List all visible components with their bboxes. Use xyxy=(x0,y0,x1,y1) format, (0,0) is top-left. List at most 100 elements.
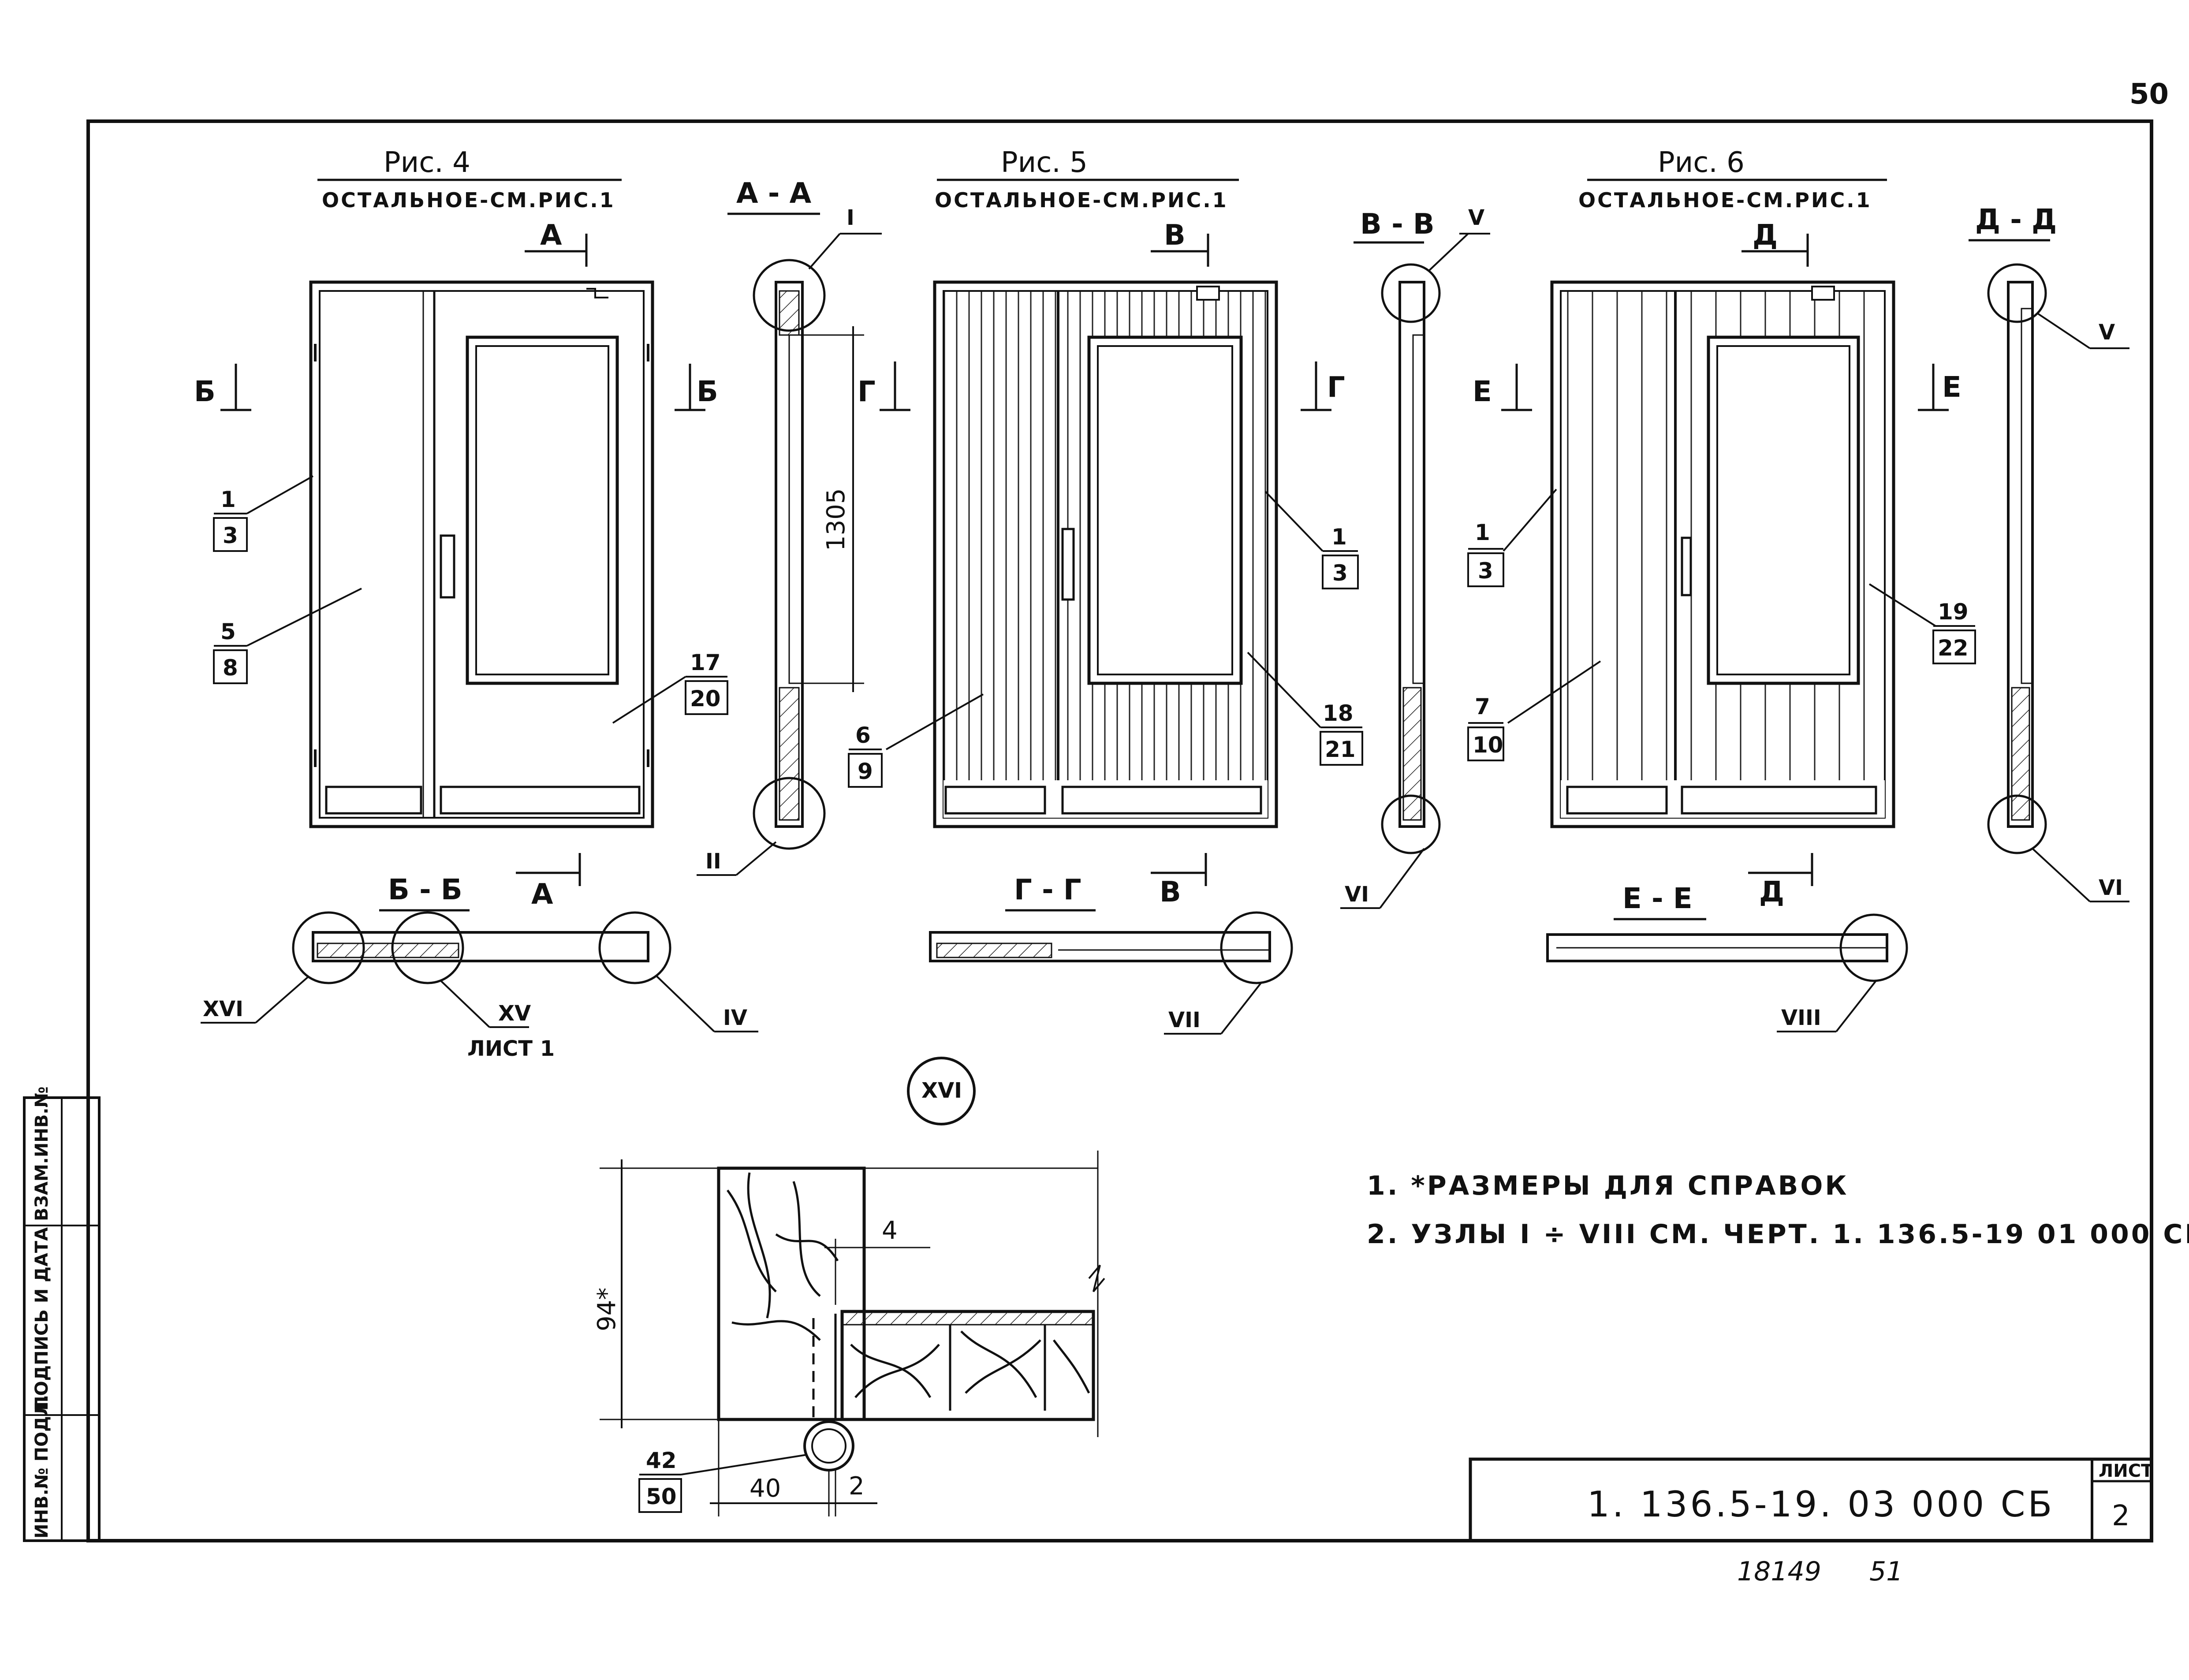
section-dd-label: Д - Д xyxy=(1975,204,2057,236)
section-gg-label: Г - Г xyxy=(1014,874,1081,906)
fig6-subtitle: ОСТАЛЬНОЕ-СМ.РИС.1 xyxy=(1578,188,1872,212)
fig5-cut-g-left: Г xyxy=(858,376,876,408)
callout-top: 1 xyxy=(1331,524,1347,550)
fig5-callout-1-3: 1 3 xyxy=(1264,491,1359,589)
node-5-label-dd: V xyxy=(2099,320,2115,345)
dim-94: 94* xyxy=(593,1288,621,1331)
fig6-callout-1-3: 1 3 xyxy=(1467,488,1557,587)
side-stamp: ИНВ.№ ПОДЛ. ПОДПИСЬ И ДАТА ВЗАМ.ИНВ.№ xyxy=(23,1086,101,1542)
note-1: 1. *РАЗМЕРЫ ДЛЯ СПРАВОК xyxy=(1367,1170,1849,1201)
callout-bottom: 22 xyxy=(1938,635,1969,661)
detail-xvi-badge xyxy=(907,1057,976,1125)
detail-xvi-label: XVI xyxy=(921,1078,962,1103)
figure-6: Рис. 6 ОСТАЛЬНОЕ-СМ.РИС.1 Д Е Е 1 3 xyxy=(1467,146,1976,1032)
fig4-door-outer xyxy=(309,280,654,828)
fig6-cut-d-bottom: Д xyxy=(1759,876,1784,909)
dim-1305: 1305 xyxy=(822,488,850,551)
page-number: 50 xyxy=(2129,78,2169,111)
section-vv: В - В V VI xyxy=(1340,205,1490,909)
node-16-label: XVI xyxy=(203,997,243,1021)
fig4-title: Рис. 4 xyxy=(384,146,470,179)
fig4-subtitle: ОСТАЛЬНОЕ-СМ.РИС.1 xyxy=(322,188,615,212)
callout-bottom: 3 xyxy=(223,523,238,548)
callout-top: 19 xyxy=(1938,599,1969,625)
stamp-inv-podl: ИНВ.№ ПОДЛ. xyxy=(32,1395,52,1538)
node-7-circle xyxy=(1220,911,1293,984)
dim-2: 2 xyxy=(849,1472,865,1501)
fig6-cut-e-right: Е xyxy=(1942,371,1962,404)
callout-bottom: 3 xyxy=(1332,560,1348,586)
dim-4: 4 xyxy=(882,1216,898,1245)
node-15-label: XV xyxy=(498,1001,531,1026)
callout-top: 6 xyxy=(855,723,871,748)
fig4-callout-17-20: 17 20 xyxy=(612,650,728,724)
fig5-cut-v-bottom: В xyxy=(1160,876,1181,909)
callout-top: 1 xyxy=(220,487,236,512)
stamp-signature-date: ПОДПИСЬ И ДАТА xyxy=(32,1227,52,1411)
footer-hand-2: 51 xyxy=(1869,1556,1903,1587)
title-code: 1. 136.5-19. 03 000 СБ xyxy=(1587,1484,2055,1525)
fig5-callout-18-21: 18 21 xyxy=(1247,652,1363,766)
node-5-label-vv: V xyxy=(1468,205,1484,230)
callout-top: 18 xyxy=(1323,700,1354,726)
node-4-label: IV xyxy=(723,1006,747,1030)
callout-top: 1 xyxy=(1475,520,1490,545)
callout-bottom: 9 xyxy=(858,759,873,784)
figure-4: Рис. 4 ОСТАЛЬНОЕ-СМ.РИС.1 А Б Б 1 xyxy=(194,146,758,1061)
section-ee-label: Е - Е xyxy=(1622,883,1693,915)
fig5-callout-6-9: 6 9 xyxy=(848,693,984,788)
fig4-cut-b-left: Б xyxy=(194,376,216,408)
node-8-circle xyxy=(1839,913,1908,982)
node-16-circle xyxy=(292,911,365,984)
stamp-vzam-inv: ВЗАМ.ИНВ.№ xyxy=(32,1086,52,1221)
callout-top: 17 xyxy=(690,650,721,675)
node-15-circle xyxy=(391,911,464,984)
fig6-cut-e-left: Е xyxy=(1473,376,1492,408)
node-6-label-dd: VI xyxy=(2099,875,2123,900)
fig6-callout-19-22: 19 22 xyxy=(1868,583,1976,664)
section-vv-label: В - В xyxy=(1360,208,1435,241)
node-8-label: VIII xyxy=(1781,1006,1821,1030)
notes: 1. *РАЗМЕРЫ ДЛЯ СПРАВОК 2. УЗЛЫ I ÷ VIII… xyxy=(1367,1170,2189,1250)
callout-top: 42 xyxy=(646,1448,677,1473)
callout-top: 7 xyxy=(1475,694,1490,719)
sheet-label: ЛИСТ xyxy=(2099,1461,2153,1481)
callout-bottom: 8 xyxy=(223,655,238,681)
fig5-subtitle: ОСТАЛЬНОЕ-СМ.РИС.1 xyxy=(935,188,1228,212)
fig4-glass xyxy=(466,335,619,685)
node-4-circle xyxy=(598,911,671,984)
node-15-sheet: ЛИСТ 1 xyxy=(467,1036,555,1061)
footer-hand-1: 18149 xyxy=(1737,1556,1821,1587)
fig5-cut-g-right: Г xyxy=(1327,371,1345,404)
fig6-title: Рис. 6 xyxy=(1658,146,1745,179)
callout-bottom: 21 xyxy=(1325,737,1356,762)
callout-bottom: 50 xyxy=(646,1484,677,1509)
node-6-label-vv: VI xyxy=(1345,882,1369,907)
section-bb-label: Б - Б xyxy=(388,874,462,906)
fig6-callout-7-10: 7 10 xyxy=(1467,660,1601,761)
fig4-callout-1-3: 1 3 xyxy=(213,475,313,552)
node-7-label: VII xyxy=(1168,1008,1201,1032)
fig5-cut-v-top: В xyxy=(1164,219,1186,252)
fig4-cut-b-right: Б xyxy=(697,376,718,408)
detail-xvi: XVI 4 94* 42 50 xyxy=(593,1057,1105,1516)
fig6-cut-d-top: Д xyxy=(1753,219,1778,252)
dim-40: 40 xyxy=(750,1474,781,1503)
sheet-number: 2 xyxy=(2112,1500,2130,1532)
callout-top: 5 xyxy=(220,619,236,644)
fig4-cut-a-top: А xyxy=(540,219,562,252)
callout-bottom: 10 xyxy=(1473,732,1503,758)
section-aa: А - А I II 1305 Г xyxy=(697,177,910,876)
sheet-frame xyxy=(86,119,2153,1542)
title-block: 1. 136.5-19. 03 000 СБ ЛИСТ 2 xyxy=(1469,1457,2153,1542)
callout-bottom: 20 xyxy=(690,686,721,711)
note-2: 2. УЗЛЫ I ÷ VIII СМ. ЧЕРТ. 1. 136.5-19 0… xyxy=(1367,1219,2189,1250)
node-1-label-aa: I xyxy=(847,205,854,230)
detail-callout-42-50: 42 50 xyxy=(638,1448,807,1513)
fig4-callout-5-8: 5 8 xyxy=(213,588,362,684)
fig4-cut-a-bottom: А xyxy=(531,878,553,911)
fig5-title: Рис. 5 xyxy=(1001,146,1088,179)
section-aa-label: А - А xyxy=(736,177,812,210)
section-dd: Д - Д V VI xyxy=(1969,204,2129,902)
